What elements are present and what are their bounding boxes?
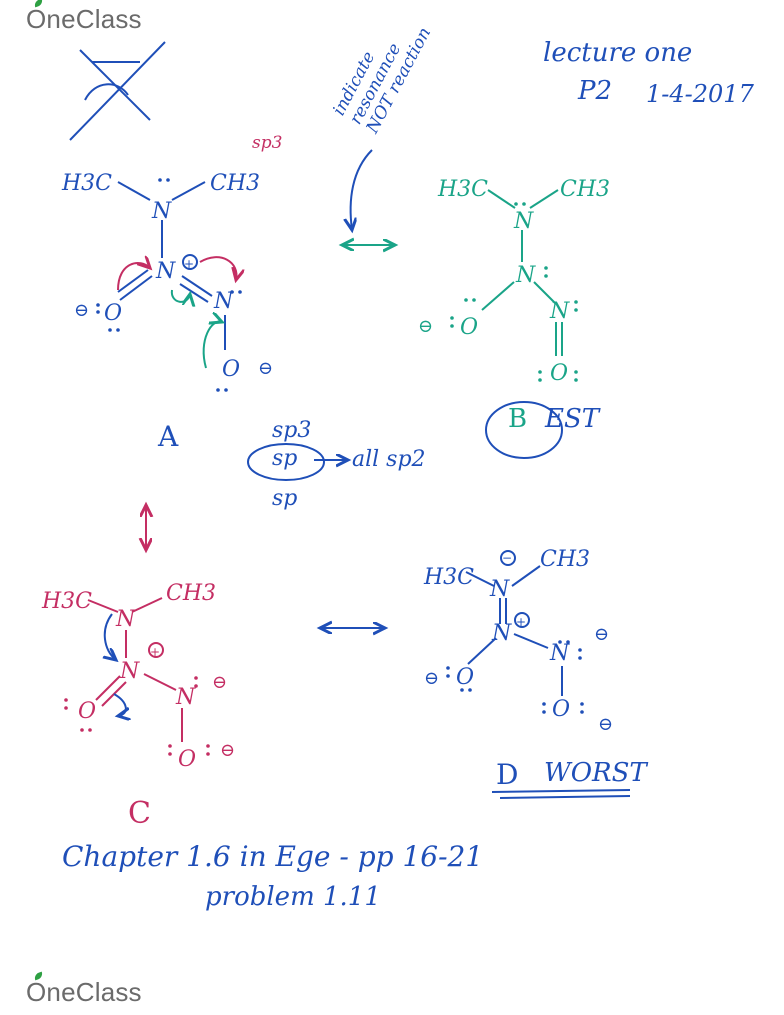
- svg-text:⊖: ⊖: [212, 672, 227, 693]
- c-o-bottom: O: [178, 747, 196, 772]
- d-o-left: O: [456, 665, 474, 690]
- d-ch3: CH3: [540, 547, 590, 572]
- a-h3c: H3C: [61, 171, 112, 196]
- a-o-bottom: O: [222, 357, 240, 382]
- a-n-mid: N: [155, 259, 176, 284]
- svg-text:⊖: ⊖: [598, 714, 613, 735]
- a-o-left: O: [104, 301, 122, 326]
- d-h3c: H3C: [423, 565, 474, 590]
- svg-text:⊖: ⊖: [424, 668, 439, 689]
- svg-text:⊖: ⊖: [418, 316, 433, 337]
- b-o-bottom: O: [550, 361, 568, 386]
- c-ch3: CH3: [166, 581, 216, 606]
- c-n-top: N: [115, 607, 136, 632]
- best-circle: [486, 402, 562, 458]
- d-n-mid: N: [491, 621, 512, 646]
- c-n-mid: N: [119, 659, 140, 684]
- a-n-top: N: [151, 199, 172, 224]
- crossed-out-symbol: [70, 42, 165, 140]
- structure-b-text: H3C CH3 N N O N O ⊖: [418, 177, 610, 386]
- b-n-right: N: [549, 299, 570, 324]
- c-o-left: O: [78, 699, 96, 724]
- svg-text:−: −: [502, 551, 512, 565]
- c-n-right: N: [175, 685, 196, 710]
- b-n-mid: N: [515, 263, 536, 288]
- b-h3c: H3C: [437, 177, 488, 202]
- svg-text:⊖: ⊖: [594, 624, 609, 645]
- a-ch3: CH3: [210, 171, 260, 196]
- svg-text:+: +: [516, 615, 526, 629]
- b-o-left: O: [460, 315, 478, 340]
- svg-text:⊖: ⊖: [74, 300, 89, 321]
- b-n-top: N: [513, 209, 534, 234]
- hybridization-marks: [248, 444, 348, 480]
- d-n-right: N: [549, 641, 570, 666]
- c-h3c: H3C: [41, 589, 92, 614]
- d-o-bottom: O: [552, 697, 570, 722]
- structure-a-text: H3C CH3 N N O N O ⊖ ⊖ +: [61, 171, 273, 382]
- svg-text:⊖: ⊖: [220, 740, 235, 761]
- svg-text:+: +: [184, 257, 194, 271]
- d-n-top: N: [489, 577, 510, 602]
- svg-text:⊖: ⊖: [258, 358, 273, 379]
- svg-text:+: +: [150, 645, 160, 659]
- b-ch3: CH3: [560, 177, 610, 202]
- resonance-arrow-ab: [342, 150, 396, 245]
- structure-d-text: H3C CH3 N N O N O ⊖ ⊖ ⊖ + −: [423, 547, 613, 735]
